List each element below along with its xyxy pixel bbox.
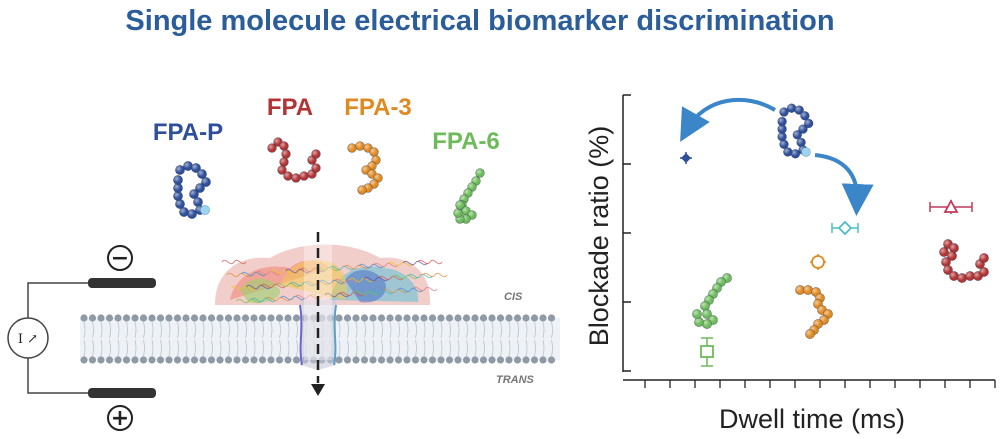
- label-fpa-p: FPA-P: [153, 119, 223, 146]
- curved-arrow-right: [814, 153, 874, 216]
- plus-sign: +: [111, 406, 129, 431]
- phospho-bead: [801, 147, 811, 157]
- y-axis-label: Blockade ratio (%): [584, 126, 614, 347]
- y-ticks: [623, 94, 631, 372]
- chart-molecule-fpa-3: [795, 285, 833, 339]
- x-ticks: [644, 380, 996, 388]
- molecule-fpa-p-chain: [173, 161, 211, 219]
- chart-molecule-fpa: [939, 239, 989, 283]
- molecule-fpa-3-chain: [347, 141, 383, 195]
- cis-label: CIS: [504, 291, 523, 303]
- orange-marker: [810, 254, 826, 270]
- molecule-fpa-chain: [267, 137, 321, 183]
- x-axis-label: Dwell time (ms): [719, 404, 905, 434]
- arrow-head-icon: [311, 384, 325, 396]
- minus-icon: [107, 245, 133, 271]
- fpa-p-marker: [680, 152, 692, 164]
- chart-molecule-fpa-p: [777, 103, 814, 159]
- magenta-marker: [929, 199, 973, 214]
- current-meter-label: I ↗: [18, 332, 38, 347]
- label-fpa-6: FPA-6: [432, 128, 500, 155]
- label-fpa-3: FPA-3: [344, 94, 412, 121]
- circuit: I ↗ − +: [7, 245, 156, 431]
- green-marker: [700, 337, 714, 367]
- positive-electrode: [88, 388, 156, 398]
- page-title: Single molecule electrical biomarker dis…: [125, 5, 834, 37]
- chart-molecule-fpa-6: [692, 273, 732, 329]
- curved-arrow-left: [680, 97, 777, 142]
- nanopore-protein: [215, 240, 448, 370]
- current-meter: [7, 317, 49, 359]
- minus-sign: −: [111, 246, 129, 271]
- phospho-bead: [200, 205, 210, 215]
- label-fpa: FPA: [267, 94, 313, 121]
- plus-icon: [107, 405, 133, 431]
- molecule-fpa-6-chain: [453, 168, 485, 224]
- scatter-plot: Dwell time (ms) Blockade ratio (%): [584, 94, 996, 434]
- trans-label: TRANS: [496, 374, 535, 386]
- negative-electrode: [88, 278, 156, 288]
- cyan-marker: [831, 220, 859, 236]
